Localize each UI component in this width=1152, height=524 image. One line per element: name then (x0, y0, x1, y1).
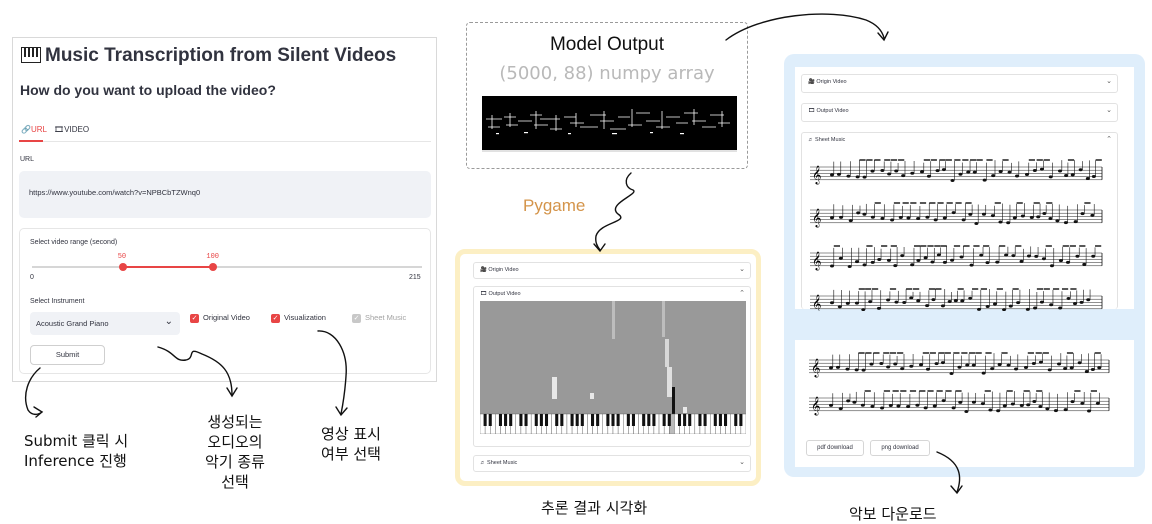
viz-output-video-label: 🎞 Output Video (480, 291, 521, 297)
range-label: Select video range (second) (30, 239, 118, 246)
upload-tabs: 🔗URL 🎞VIDEO (19, 124, 431, 142)
arrow-pygame-head (593, 243, 606, 253)
film-icon: 🎞 (54, 125, 65, 134)
submit-button[interactable]: Submit (30, 345, 105, 365)
arrow-download-head (950, 485, 963, 495)
viz-caption: 추론 결과 시각화 (541, 499, 648, 517)
range-slider[interactable]: 50 100 (32, 253, 422, 271)
arrow-pygame (595, 172, 635, 251)
tab-url[interactable]: 🔗URL (21, 125, 47, 134)
url-field-container (19, 171, 431, 218)
svg-text:𝄞: 𝄞 (811, 358, 820, 378)
chevron-down-icon: ⌄ (739, 266, 745, 273)
range-slider-fill (122, 266, 214, 268)
arrow-display (317, 330, 347, 415)
sheet-card-top: 🎥 Origin Video ⌄ 🎞 Output Video ⌄ ♬ Shee… (795, 67, 1134, 311)
range-min-label: 0 (30, 274, 34, 281)
chevron-down-icon: ⌄ (1106, 78, 1112, 85)
chevron-up-icon: ⌃ (739, 290, 745, 297)
model-output-box: Model Output (5000, 88) numpy array (466, 22, 748, 169)
viz-origin-video-label: 🎥 Origin Video (480, 267, 519, 273)
pygame-label: Pygame (523, 196, 586, 215)
app-panel: Music Transcription from Silent Videos H… (12, 37, 437, 382)
svg-text:𝄞: 𝄞 (811, 396, 820, 416)
instrument-label: Select Instrument (30, 298, 85, 305)
upload-question: How do you want to upload the video? (20, 82, 276, 98)
model-output-title: Model Output (549, 34, 665, 55)
sheet-music-panel: 🎥 Origin Video ⌄ 🎞 Output Video ⌄ ♬ Shee… (784, 54, 1145, 477)
viz-output-video-expander[interactable]: 🎞 Output Video ⌃ (473, 286, 751, 447)
visualization-panel: 🎥 Origin Video ⌄ 🎞 Output Video ⌃ ♬ Shee… (455, 249, 761, 486)
sheet-music-score-bottom: 𝄞𝄞 (809, 352, 1110, 416)
sheet-caption: 악보 다운로드 (849, 505, 937, 523)
arrow-submit (24, 367, 43, 416)
arrow-download (936, 451, 961, 493)
checkmark-icon: ✓ (352, 313, 361, 323)
arrow-submit-head (33, 406, 44, 418)
chevron-up-icon: ⌃ (1106, 136, 1112, 143)
arrow-to-sheet-head (877, 31, 889, 42)
checkbox-visualization[interactable]: ✓Visualization (271, 313, 326, 323)
video-camera-icon: 🎥 (480, 267, 487, 273)
chevron-down-icon: ⌄ (739, 459, 745, 466)
instrument-value: Acoustic Grand Piano (36, 319, 109, 328)
range-high-handle[interactable] (209, 263, 218, 271)
range-max-label: 215 (409, 274, 421, 281)
pygame-visualization-frame (480, 301, 746, 434)
svg-text:𝄞: 𝄞 (812, 251, 821, 271)
tab-video[interactable]: 🎞VIDEO (54, 125, 90, 134)
music-note-icon: ♬ (480, 460, 486, 466)
sheet-origin-video-label: 🎥 Origin Video (808, 79, 847, 85)
sheet-music-label: ♬ Sheet Music (808, 137, 846, 143)
arrow-display-head (335, 406, 348, 417)
checkmark-icon: ✓ (190, 313, 199, 323)
url-input[interactable] (29, 188, 409, 197)
instrument-select[interactable]: Acoustic Grand Piano ⌄ (30, 312, 180, 335)
arrow-instrument (157, 346, 233, 396)
film-icon: 🎞 (808, 108, 815, 114)
chevron-down-icon: ⌄ (164, 316, 173, 327)
svg-text:𝄞: 𝄞 (812, 165, 821, 185)
checkbox-original-video[interactable]: ✓Original Video (190, 313, 250, 323)
svg-text:𝄞: 𝄞 (812, 294, 821, 311)
arrow-instrument-head (226, 387, 238, 398)
sheet-music-score-top: 𝄞 𝄞 𝄞 𝄞 (810, 159, 1103, 311)
piano-roll-image (480, 95, 738, 157)
film-icon: 🎞 (480, 291, 487, 297)
app-title-text: Music Transcription from Silent Videos (45, 45, 397, 66)
checkmark-icon: ✓ (271, 313, 280, 323)
png-download-button[interactable]: png download (870, 440, 930, 456)
svg-text:𝄞: 𝄞 (812, 208, 821, 228)
sheet-origin-video-expander[interactable]: 🎥 Origin Video ⌄ (801, 74, 1118, 93)
music-note-icon: ♬ (808, 137, 814, 143)
model-output-subtitle: (5000, 88) numpy array (499, 63, 715, 84)
options-form: Select video range (second) 50 100 0 215… (19, 228, 431, 374)
tab-url-underline (19, 140, 43, 142)
chevron-down-icon: ⌄ (1106, 107, 1112, 114)
url-label: URL (20, 156, 35, 163)
link-icon: 🔗 (21, 125, 31, 134)
viz-origin-video-expander[interactable]: 🎥 Origin Video ⌄ (473, 262, 751, 279)
arrow-to-sheet (725, 13, 885, 41)
sheet-output-video-expander[interactable]: 🎞 Output Video ⌄ (801, 103, 1118, 122)
app-title: Music Transcription from Silent Videos (21, 45, 396, 67)
sheet-output-video-label: 🎞 Output Video (808, 108, 849, 114)
piano-keys-icon (21, 47, 41, 63)
viz-sheet-music-expander[interactable]: ♬ Sheet Music ⌄ (473, 455, 751, 472)
pdf-download-button[interactable]: pdf download (806, 440, 864, 456)
checkbox-sheet-music: ✓Sheet Music (352, 313, 407, 323)
video-camera-icon: 🎥 (808, 79, 815, 85)
sheet-music-expander[interactable]: ♬ Sheet Music ⌃ 𝄞 𝄞 𝄞 𝄞 (801, 132, 1118, 311)
range-low-handle[interactable] (118, 263, 127, 271)
range-low-value: 50 (117, 253, 127, 261)
viz-sheet-music-label: ♬ Sheet Music (480, 460, 518, 466)
range-high-value: 100 (206, 253, 219, 261)
sheet-card-bottom: 𝄞𝄞 pdf download png download (795, 340, 1134, 467)
